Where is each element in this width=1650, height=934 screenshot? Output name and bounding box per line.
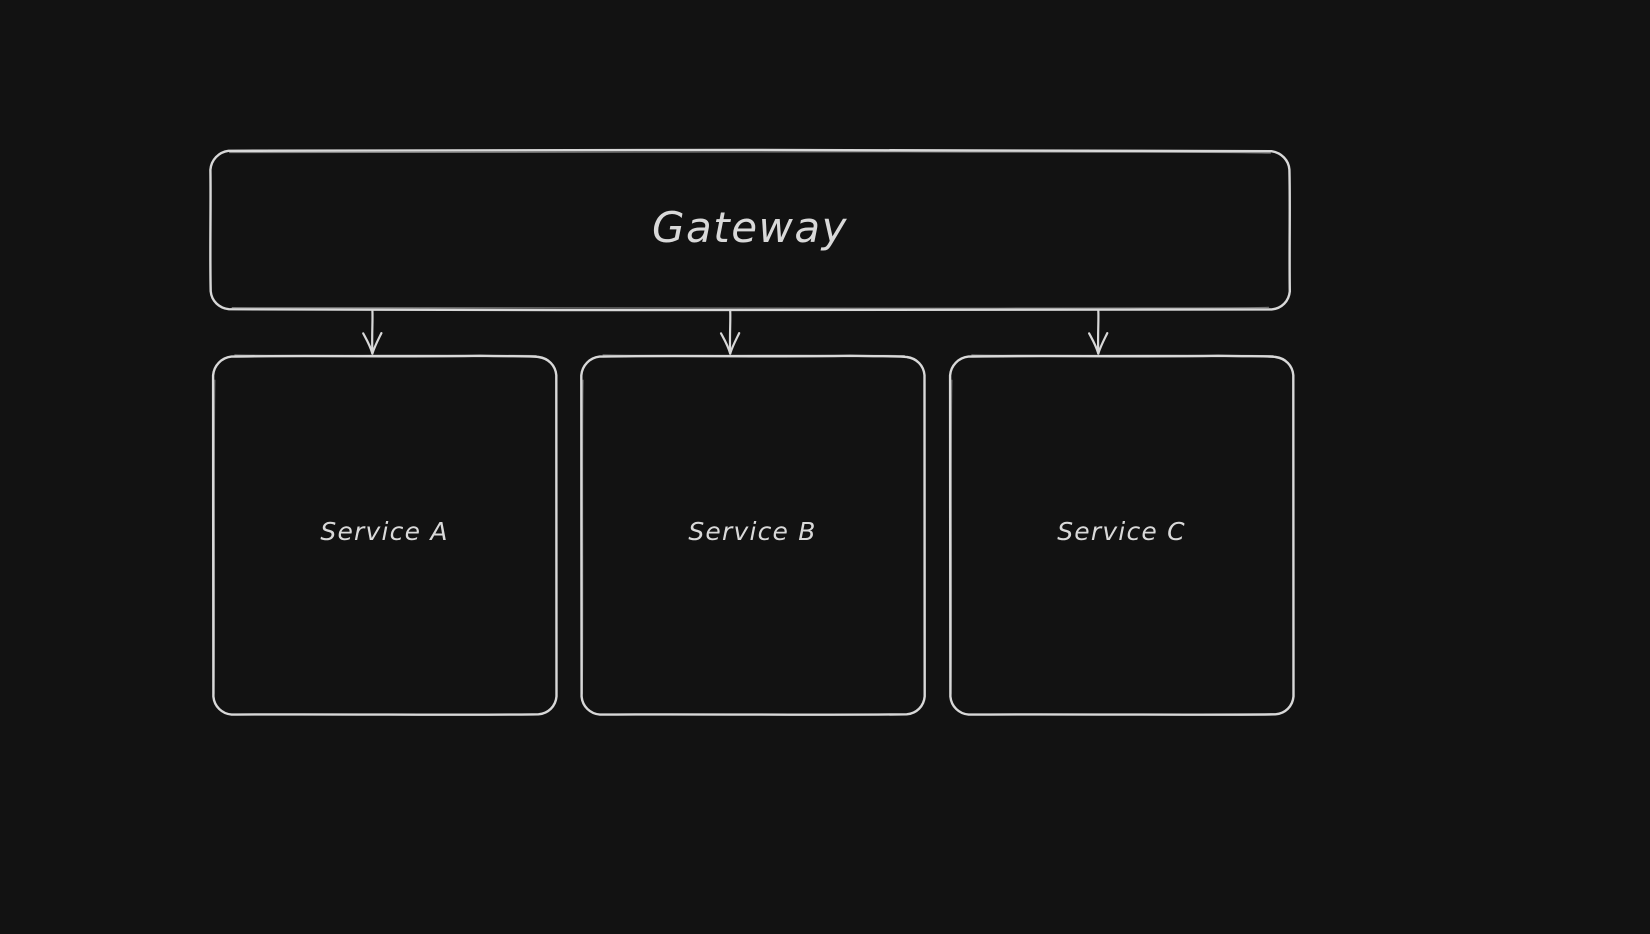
gateway-node-label: Gateway: [651, 203, 849, 252]
service-b-node-shape[interactable]: [580, 354, 927, 716]
service-a-node-shape[interactable]: [211, 354, 558, 716]
gateway-node[interactable]: [210, 150, 1290, 310]
service-c-node-shape[interactable]: [948, 354, 1295, 716]
edge-gateway-to-service-a[interactable]: [362, 309, 383, 355]
gateway-node-shape[interactable]: [209, 148, 1291, 312]
edge-gateway-to-service-c[interactable]: [1088, 309, 1109, 355]
service-c-node-label: Service C: [1057, 517, 1186, 546]
service-b-node[interactable]: [581, 356, 924, 715]
service-a-node[interactable]: [213, 356, 556, 715]
service-b-node-label: Service B: [688, 517, 817, 546]
service-c-node[interactable]: [950, 356, 1293, 715]
service-a-node-label: Service A: [320, 517, 449, 546]
edge-gateway-to-service-b[interactable]: [719, 309, 741, 355]
